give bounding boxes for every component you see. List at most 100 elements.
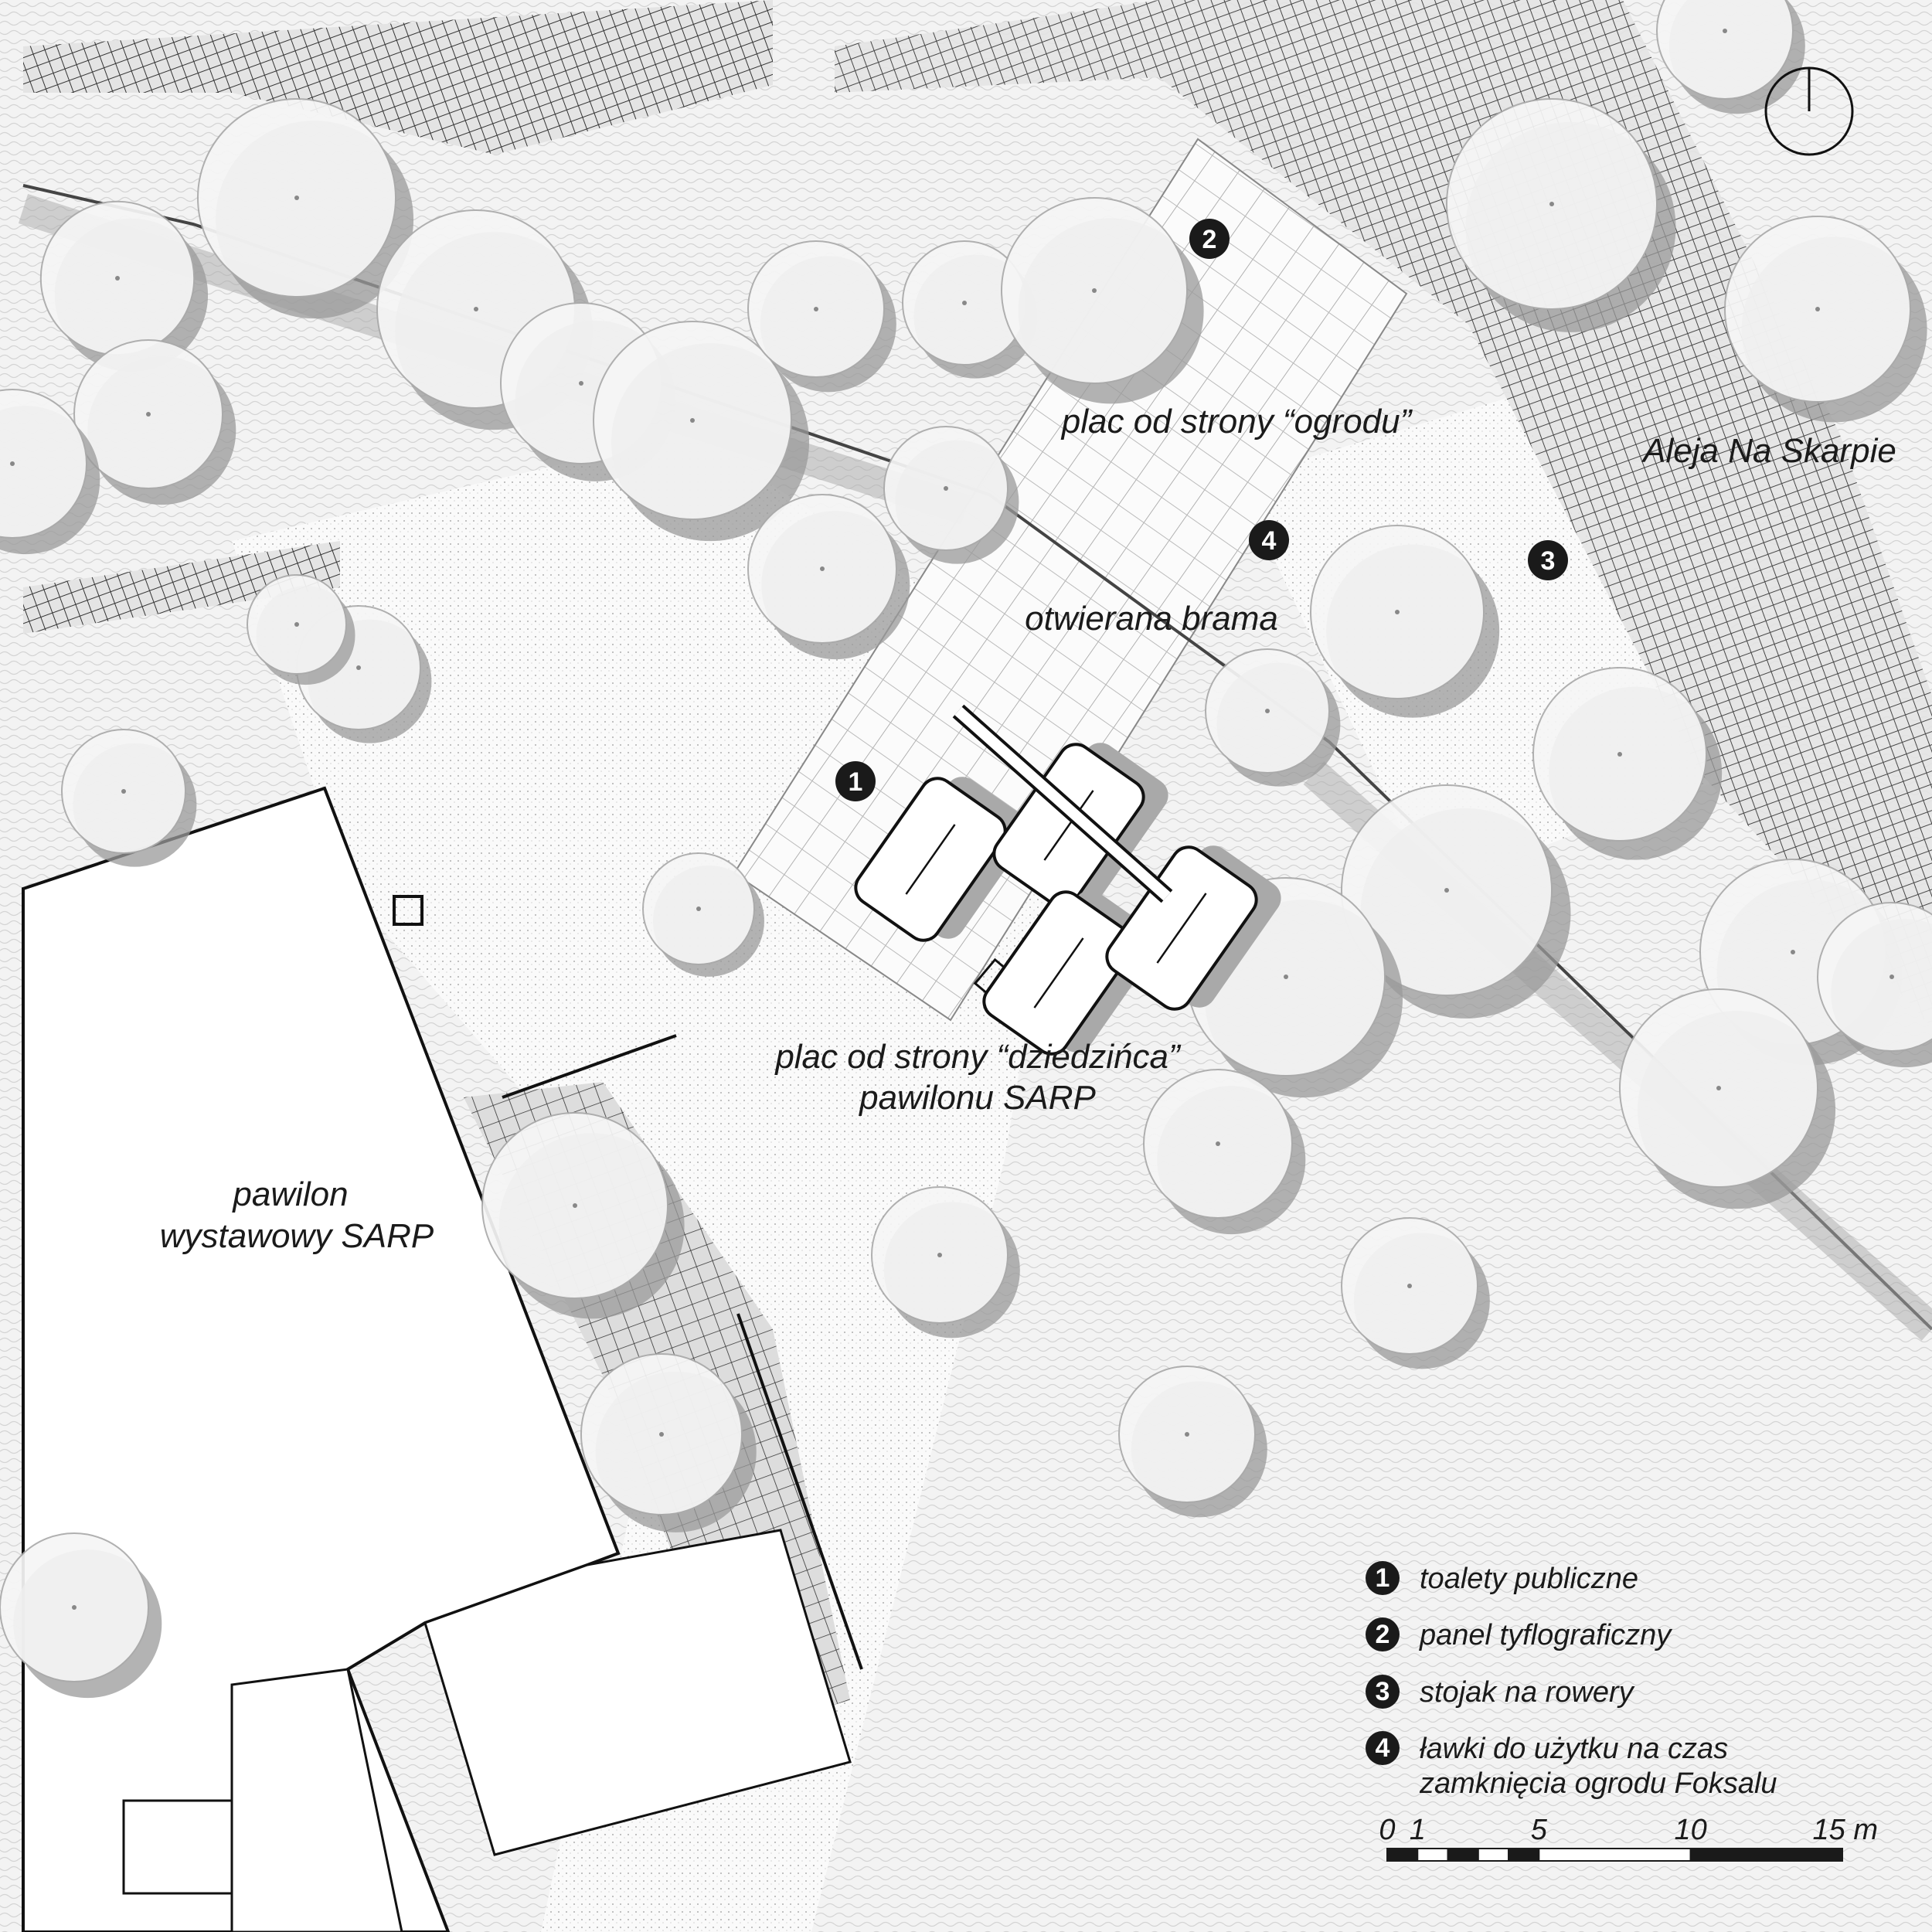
tree-trunk — [115, 276, 120, 281]
scale-segment — [1689, 1848, 1844, 1862]
tree-trunk — [1265, 709, 1270, 713]
tree-trunk — [1185, 1432, 1189, 1437]
pavilion-building — [22, 786, 1021, 1932]
legend-item-1: 1 toalety publiczne — [1366, 1561, 1638, 1595]
marker-2: 2 — [1189, 219, 1230, 259]
tree — [1446, 98, 1676, 332]
tree-canopy — [1817, 902, 1932, 1052]
public-toilets — [854, 704, 1281, 1056]
tree — [1143, 1069, 1306, 1235]
svg-text:2: 2 — [1202, 225, 1217, 254]
tree — [747, 240, 896, 393]
tree-trunk — [474, 307, 478, 311]
tree — [0, 1532, 162, 1699]
tree — [883, 426, 1019, 564]
tree — [593, 321, 810, 542]
tree-trunk — [356, 665, 361, 670]
svg-text:panel tyflograficzny: panel tyflograficzny — [1419, 1619, 1672, 1651]
tree — [1619, 988, 1836, 1209]
tree-trunk — [294, 622, 299, 627]
legend-item-2: 2 panel tyflograficzny — [1366, 1617, 1672, 1651]
tree-trunk — [962, 301, 967, 305]
marker-1: 1 — [835, 761, 876, 801]
svg-text:4: 4 — [1262, 526, 1277, 556]
scale-segment — [1447, 1848, 1479, 1862]
marker-4: 4 — [1249, 520, 1289, 560]
tree — [481, 1112, 685, 1319]
scale-segment — [1538, 1848, 1692, 1862]
tree-trunk — [1716, 1086, 1721, 1090]
scale-tick-label: 15 m — [1813, 1814, 1878, 1846]
tree-canopy — [1656, 0, 1794, 100]
tree — [247, 574, 355, 685]
tree-trunk — [573, 1203, 577, 1208]
scale-tick-label: 10 — [1675, 1814, 1707, 1846]
tree-trunk — [690, 418, 695, 423]
svg-text:2: 2 — [1376, 1620, 1390, 1649]
wall-segment — [502, 1034, 677, 1099]
svg-text:1: 1 — [849, 767, 863, 797]
tree-trunk — [294, 196, 299, 200]
label-pavilion: pawilon — [231, 1175, 348, 1213]
svg-text:3: 3 — [1376, 1677, 1390, 1706]
tree-canopy — [0, 389, 87, 539]
tree-trunk — [1284, 975, 1288, 979]
paving-band-west — [23, 541, 340, 634]
tree — [1310, 525, 1500, 718]
tree — [1724, 216, 1927, 423]
tree-trunk — [1549, 202, 1554, 206]
scale-segment — [1417, 1848, 1449, 1862]
tree — [1817, 902, 1932, 1068]
scale-segment — [1386, 1848, 1419, 1862]
tree-trunk — [1216, 1141, 1220, 1146]
tree-trunk — [121, 789, 126, 794]
tree-trunk — [1617, 752, 1622, 757]
wall-segment — [736, 1313, 863, 1670]
label-courtyard-square: plac od strony “dziedzińca” — [774, 1038, 1182, 1076]
svg-text:toalety publiczne: toalety publiczne — [1420, 1563, 1638, 1595]
tree-trunk — [1092, 288, 1097, 293]
scale-tick-label: 1 — [1410, 1814, 1426, 1846]
tree-trunk — [579, 381, 583, 386]
toilet-cabin — [1105, 845, 1281, 1011]
tree-trunk — [1791, 950, 1795, 954]
label-courtyard-square-2: pawilonu SARP — [858, 1079, 1096, 1117]
scale-tick-label: 0 — [1379, 1814, 1395, 1846]
tree-trunk — [146, 412, 151, 417]
toilet-cabin — [854, 777, 1030, 942]
tree-trunk — [659, 1432, 664, 1437]
trees — [0, 0, 1932, 1699]
label-alley: Aleja Na Skarpie — [1641, 432, 1896, 470]
tree-trunk — [944, 486, 948, 491]
label-gate: otwierana brama — [1025, 600, 1278, 638]
scale-tick-label: 5 — [1531, 1814, 1548, 1846]
tree — [1205, 648, 1341, 787]
tree — [1341, 784, 1571, 1019]
tree — [1341, 1217, 1490, 1369]
tree — [642, 852, 764, 977]
tree-trunk — [72, 1605, 77, 1610]
legend: 1 toalety publiczne 2 panel tyflograficzny… — [1366, 1561, 1777, 1800]
tree-trunk — [1444, 888, 1449, 893]
svg-text:3: 3 — [1541, 546, 1556, 576]
tree — [747, 494, 910, 660]
scale-segment — [1477, 1848, 1510, 1862]
marker-3: 3 — [1528, 540, 1568, 580]
tree — [1118, 1366, 1267, 1518]
tree — [1656, 0, 1805, 114]
tree — [871, 1186, 1020, 1338]
scale-segment — [1508, 1848, 1540, 1862]
svg-text:zamknięcia ogrodu Foksalu: zamknięcia ogrodu Foksalu — [1419, 1767, 1777, 1800]
tree — [73, 339, 236, 505]
tree-trunk — [1815, 307, 1820, 311]
tree — [1001, 197, 1204, 404]
svg-text:1: 1 — [1376, 1563, 1390, 1593]
tree-trunk — [1723, 29, 1727, 33]
tree-trunk — [1889, 975, 1894, 979]
tree — [580, 1353, 757, 1532]
tree-trunk — [1407, 1284, 1412, 1288]
tree — [1532, 667, 1723, 860]
